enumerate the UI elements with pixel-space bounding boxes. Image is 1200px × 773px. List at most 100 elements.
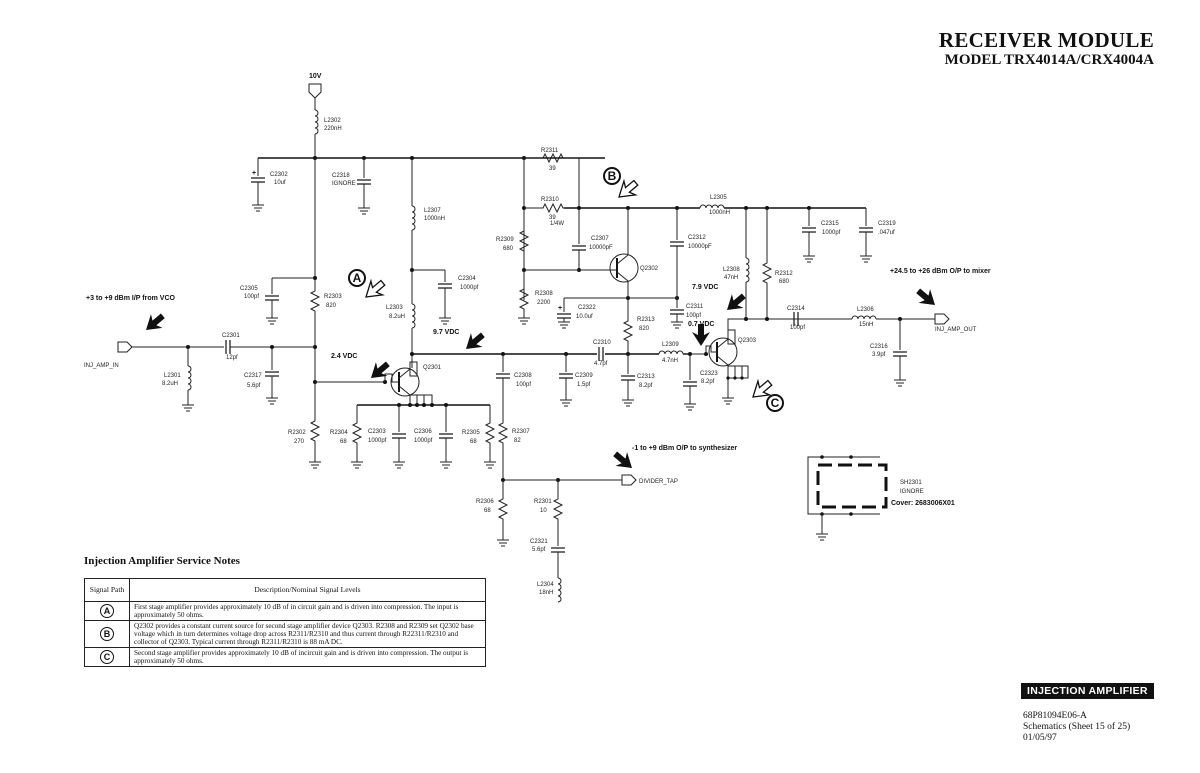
r2301-value: 10 <box>540 508 547 514</box>
arrow-input <box>140 308 169 337</box>
c2312-value: 10000pF <box>688 244 712 250</box>
svg-text:C: C <box>771 396 780 410</box>
r2306-ref: R2306 <box>476 499 494 505</box>
capacitor-c2307 <box>571 245 587 251</box>
doc-number: 68P81094E06-A <box>1023 711 1087 721</box>
c2316-ref: C2316 <box>870 344 888 350</box>
c2318-ref: C2318 <box>332 173 350 179</box>
port-divider-tap-label: DIVIDER_TAP <box>639 479 678 485</box>
l2305-ref: L2305 <box>710 195 727 201</box>
port-inj-amp-out-label: INJ_AMP_OUT <box>935 327 977 333</box>
r2310-ref: R2310 <box>541 197 559 203</box>
r2309-value: 680 <box>503 246 514 252</box>
l2307-ref: L2307 <box>424 208 441 214</box>
r2302-value: 270 <box>294 439 305 445</box>
c2315-ref: C2315 <box>821 221 839 227</box>
resistor-r2312 <box>762 259 772 285</box>
inductor-l2308 <box>745 257 750 283</box>
l2302-ref: L2302 <box>324 118 341 124</box>
capacitor-c2316 <box>892 351 908 357</box>
capacitor-c2301 <box>225 339 231 355</box>
svg-text:+: + <box>558 305 562 312</box>
capacitor-c2303 <box>391 433 407 439</box>
input-level-annotation: +3 to +9 dBm I/P from VCO <box>86 295 176 302</box>
voltage-label-7-9: 7.9 VDC <box>692 284 718 291</box>
q2302-ref: Q2302 <box>640 266 659 272</box>
port-inj-amp-out <box>934 313 950 325</box>
c2317-ref: C2317 <box>244 373 262 379</box>
capacitor-c2304 <box>437 283 453 289</box>
l2308-value: 47nH <box>724 275 738 281</box>
port-inj-amp-in-label: INJ_AMP_IN <box>84 363 119 369</box>
r2303-ref: R2303 <box>324 294 342 300</box>
path-marker-b: B <box>603 167 621 185</box>
arrow-9-7-vdc <box>460 327 489 356</box>
r2304-value: 68 <box>340 439 347 445</box>
port-divider-tap <box>621 474 637 486</box>
c2311-value: 100pf <box>686 313 701 319</box>
resistor-r2303 <box>310 287 320 313</box>
c2304-value: 1000pf <box>460 285 479 291</box>
supply-label: 10V <box>309 73 322 80</box>
resistor-r2302 <box>310 417 320 443</box>
q2301-ref: Q2301 <box>423 365 442 371</box>
resistor-r2305 <box>485 419 495 445</box>
svg-text:B: B <box>608 169 617 183</box>
c2305-ref: C2305 <box>240 286 258 292</box>
transistor-q2302 <box>609 253 639 283</box>
c2314-value: 100pf <box>790 325 805 331</box>
c2301-ref: C2301 <box>222 333 240 339</box>
l2303-value: 8.2uH <box>389 314 405 320</box>
service-notes-title: Injection Amplifier Service Notes <box>84 555 240 567</box>
c2303-value: 1000pf <box>368 438 387 444</box>
c2308-value: 100pf <box>516 382 531 388</box>
c2321-ref: C2321 <box>530 539 548 545</box>
r2312-ref: R2312 <box>775 271 793 277</box>
l2306-ref: L2306 <box>857 307 874 313</box>
r2308-ref: R2308 <box>535 291 553 297</box>
path-marker-c: C <box>766 394 784 412</box>
transistor-q2301 <box>390 361 420 397</box>
r2307-value: 82 <box>514 438 521 444</box>
model-subtitle: MODEL TRX4014A/CRX4004A <box>944 52 1154 68</box>
capacitor-c2312 <box>669 241 685 247</box>
c2316-value: 3.9pf <box>872 352 886 358</box>
resistor-r2310 <box>539 203 565 213</box>
c2308-ref: C2308 <box>514 373 532 379</box>
c2302-value: 10uf <box>274 180 286 186</box>
c2307-ref: C2307 <box>591 236 609 242</box>
port-inj-amp-in <box>117 341 133 353</box>
path-symbol-a: A <box>100 604 114 618</box>
c2306-ref: C2306 <box>414 429 432 435</box>
shield-ref: SH2301 <box>900 480 922 486</box>
capacitor-c2323 <box>682 381 698 387</box>
col-description: Description/Nominal Signal Levels <box>129 578 486 602</box>
c2319-ref: C2319 <box>878 221 896 227</box>
table-row: B Q2302 provides a constant current sour… <box>84 620 486 648</box>
r2313-ref: R2313 <box>637 317 655 323</box>
c2321-value: 5.6pf <box>532 547 546 553</box>
l2309-ref: L2309 <box>662 342 679 348</box>
path-marker-a: A <box>348 269 366 287</box>
c2309-value: 1.5pf <box>577 382 591 388</box>
c2306-value: 1000pf <box>414 438 433 444</box>
sheet-info: Schematics (Sheet 15 of 25) <box>1023 722 1131 732</box>
row-description: First stage amplifier provides approxima… <box>129 601 486 621</box>
c2312-ref: C2312 <box>688 235 706 241</box>
c2315-value: 1000pf <box>822 230 841 236</box>
service-notes-table: Signal Path Description/Nominal Signal L… <box>84 578 486 667</box>
row-description: Second stage amplifier provides approxim… <box>129 647 486 667</box>
c2307-value: 10000pF <box>589 245 613 251</box>
r2311-value: 39 <box>549 166 556 172</box>
svg-text:+: + <box>252 170 256 177</box>
resistor-r2304 <box>352 419 362 445</box>
c2305-value: 100pf <box>244 294 259 300</box>
r2310-value: 39 <box>549 215 556 221</box>
capacitor-c2315 <box>801 227 817 233</box>
c2319-value: .047uf <box>878 230 895 236</box>
shield-sh2301 <box>807 455 888 541</box>
resistor-r2306 <box>498 495 508 521</box>
col-signal-path: Signal Path <box>84 578 130 602</box>
c2323-value: 8.2pf <box>701 379 715 385</box>
path-symbol-b: B <box>100 627 114 641</box>
